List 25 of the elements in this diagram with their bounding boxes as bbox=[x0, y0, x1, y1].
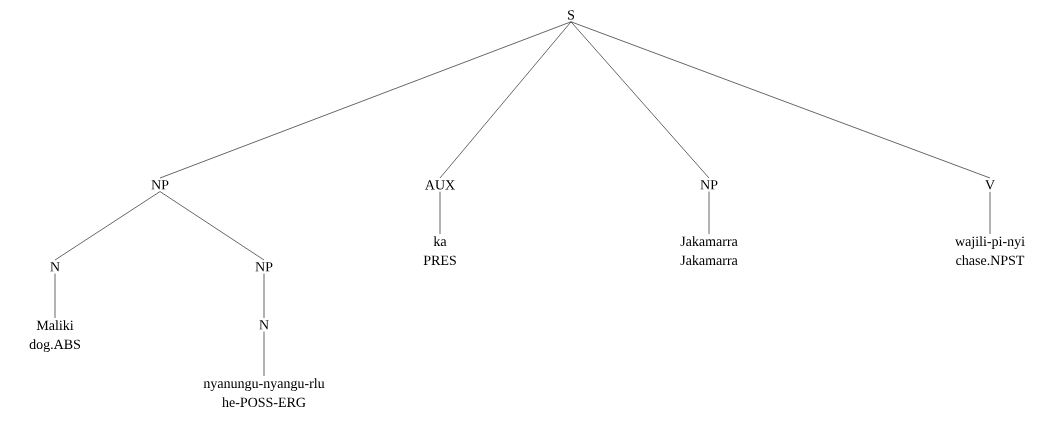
tree-label: wajili-pi-nyi chase.NPST bbox=[955, 236, 1025, 266]
branch-line bbox=[54, 191, 161, 261]
tree-label: ka PRES bbox=[423, 236, 456, 266]
branch-line bbox=[159, 21, 572, 179]
branch-line bbox=[159, 191, 265, 261]
tree-label: N bbox=[50, 262, 60, 272]
tree-label: AUX bbox=[425, 180, 455, 190]
tree-label: V bbox=[985, 180, 995, 190]
tree-label: NP bbox=[700, 180, 718, 190]
tree-label: NP bbox=[255, 262, 273, 272]
branch-line bbox=[570, 21, 710, 179]
branch-line bbox=[263, 273, 265, 319]
tree-label: Maliki dog.ABS bbox=[29, 320, 80, 352]
branch-line bbox=[708, 191, 710, 235]
branch-line bbox=[439, 191, 441, 235]
branch-line bbox=[263, 331, 265, 377]
branch-line bbox=[439, 21, 572, 179]
tree-label: Jakamarra Jakamarra bbox=[680, 236, 738, 266]
branch-line bbox=[989, 191, 991, 235]
branch-line bbox=[54, 273, 56, 319]
tree-label: S bbox=[568, 10, 575, 20]
tree-label: N bbox=[259, 320, 269, 330]
tree-label: nyanungu-nyangu-rlu he-POSS-ERG bbox=[203, 378, 325, 408]
tree-label: NP bbox=[151, 180, 169, 190]
branch-line bbox=[570, 21, 991, 179]
